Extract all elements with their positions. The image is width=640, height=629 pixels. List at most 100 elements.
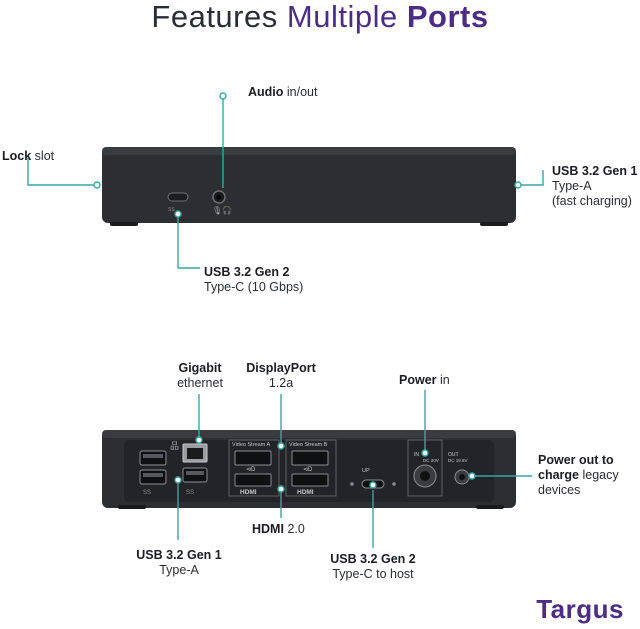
hdmi-marking-b: HDMI	[297, 489, 314, 496]
dc-in-voltage-marking: DC 20V	[423, 458, 439, 463]
dc-in-marking: IN	[414, 452, 419, 458]
label-usb-c-host-bold: USB 3.2 Gen 2	[330, 552, 416, 566]
targus-logo: Targus	[536, 594, 624, 624]
video-stream-a-box	[228, 439, 280, 497]
rear-callout-dots	[174, 436, 476, 493]
page-title: Features Multiple Ports	[0, 0, 640, 34]
title-part-1: Features	[151, 0, 278, 34]
label-usb-c-host-line2: Type-C to host	[332, 567, 414, 581]
usb-c-host-screw-left	[350, 482, 354, 486]
callout-line-usb-c-front	[177, 214, 200, 269]
label-usb-a-rear-line2: Type-A	[159, 563, 199, 577]
hdmi-marking-a: HDMI	[240, 489, 257, 496]
callout-dot-power-out	[468, 472, 476, 480]
label-lock-rest: slot	[34, 149, 55, 163]
callout-dot-lock	[93, 181, 101, 189]
front-usb-ss-marking: SS	[168, 207, 175, 213]
label-power-in-rest: in	[440, 373, 450, 387]
dc-out-voltage-marking: DC 19.5V	[448, 458, 468, 463]
label-gigabit: Gigabit ethernet	[160, 361, 240, 391]
usb-c-up-marking: UP	[362, 468, 370, 474]
rear-usb-a-port-2-tongue	[143, 473, 163, 477]
label-usb-a-front-line2: Type-A	[552, 179, 592, 193]
label-power-out-bold-2: charge	[538, 468, 579, 482]
label-hdmi-rest: 2.0	[287, 522, 305, 536]
label-audio: Audio in/out	[248, 85, 318, 100]
rear-usb-ss-marking-1: SS	[143, 490, 151, 496]
hdmi-port-b	[291, 473, 329, 487]
label-gigabit-bold: Gigabit	[178, 361, 222, 375]
front-dock-body	[102, 147, 516, 223]
label-hdmi: HDMI 2.0	[252, 522, 305, 537]
rear-ethernet-port-opening	[187, 448, 203, 459]
label-power-out-bold-1: Power out to	[538, 453, 614, 467]
front-dock-foot-left	[110, 222, 138, 226]
label-displayport-line2: 1.2a	[268, 376, 294, 390]
displayport-port-a	[234, 450, 272, 466]
label-lock: Lock slot	[2, 149, 54, 164]
label-usb-c-front-line2: Type-C (10 Gbps)	[204, 280, 304, 294]
displayport-icon-a: ⊲D	[246, 467, 256, 473]
callout-line-usb-a-front	[518, 170, 544, 186]
callout-dot-usb-c-front	[174, 210, 182, 218]
usb-c-host-screw-right	[392, 482, 396, 486]
label-power-in-bold: Power	[399, 373, 437, 387]
label-power-out-line3: devices	[538, 483, 581, 497]
rear-port-panel	[124, 440, 494, 502]
front-callout-dots	[93, 92, 522, 218]
rear-dock-foot-left	[118, 505, 146, 509]
callout-line-lock	[27, 158, 97, 186]
rear-dock-foot-right	[476, 505, 504, 509]
callout-dot-audio	[219, 92, 227, 100]
label-usb-c-host: USB 3.2 Gen 2 Type-C to host	[318, 552, 428, 582]
title-part-2: Multiple	[286, 0, 398, 34]
rear-dock-device: SS SS 品 Video Stream A ⊲D HDMI Video Str…	[102, 430, 516, 509]
label-usb-c-front-bold: USB 3.2 Gen 2	[204, 265, 290, 279]
front-callout-lines	[27, 96, 544, 269]
front-audio-jack-hole	[216, 194, 222, 200]
network-icon: 品	[170, 441, 179, 451]
label-hdmi-bold: HDMI	[252, 522, 284, 536]
rear-usb-a-port-3-tongue	[186, 471, 204, 475]
label-power-out: Power out to charge legacy devices	[538, 453, 619, 498]
label-audio-bold: Audio	[248, 85, 284, 99]
label-usb-a-front-bold: USB 3.2 Gen 1	[552, 164, 638, 178]
title-part-3: Ports	[406, 0, 489, 34]
rear-usb-ss-marking-2: SS	[186, 490, 194, 496]
label-displayport-bold: DisplayPort	[246, 361, 316, 375]
label-power-in: Power in	[399, 373, 450, 388]
video-stream-b-label: Video Stream B	[289, 442, 328, 448]
label-usb-a-front-line3: (fast charging)	[552, 194, 632, 208]
callout-dot-gigabit	[195, 436, 203, 444]
label-lock-bold: Lock	[2, 149, 32, 163]
front-dock-device: SS 🎙🎧	[102, 147, 516, 226]
callout-dot-displayport	[277, 442, 285, 450]
dc-out-marking: OUT	[448, 452, 459, 458]
callout-dot-usb-a-rear	[174, 476, 182, 484]
callout-dot-usb-a-front	[514, 181, 522, 189]
dc-out-port-hole	[459, 474, 465, 480]
hdmi-port-a	[234, 473, 272, 487]
callout-dot-usb-c-host	[369, 481, 377, 489]
rear-dock-top-edge	[102, 430, 516, 438]
displayport-icon-b: ⊲D	[303, 467, 313, 473]
callout-dot-power-in	[421, 449, 429, 457]
label-usb-a-rear-bold: USB 3.2 Gen 1	[136, 548, 222, 562]
headset-icon: 🎙🎧	[212, 205, 232, 215]
label-usb-a-rear: USB 3.2 Gen 1 Type-A	[124, 548, 234, 578]
video-stream-b-box	[285, 439, 337, 497]
rear-callout-lines	[177, 390, 532, 548]
video-stream-a-label: Video Stream A	[232, 442, 270, 448]
label-displayport: DisplayPort 1.2a	[236, 361, 326, 391]
label-power-out-rest: legacy	[582, 468, 619, 482]
front-dock-top-edge	[102, 147, 516, 155]
front-dock-foot-right	[480, 222, 508, 226]
label-usb-a-front: USB 3.2 Gen 1 Type-A (fast charging)	[552, 164, 637, 209]
label-audio-rest: in/out	[286, 85, 318, 99]
dc-in-port-hole	[420, 471, 430, 481]
displayport-port-b	[291, 450, 329, 466]
front-usb-c-port	[167, 192, 189, 202]
label-gigabit-line2: ethernet	[177, 376, 223, 390]
rear-usb-a-port-1-tongue	[143, 454, 163, 458]
